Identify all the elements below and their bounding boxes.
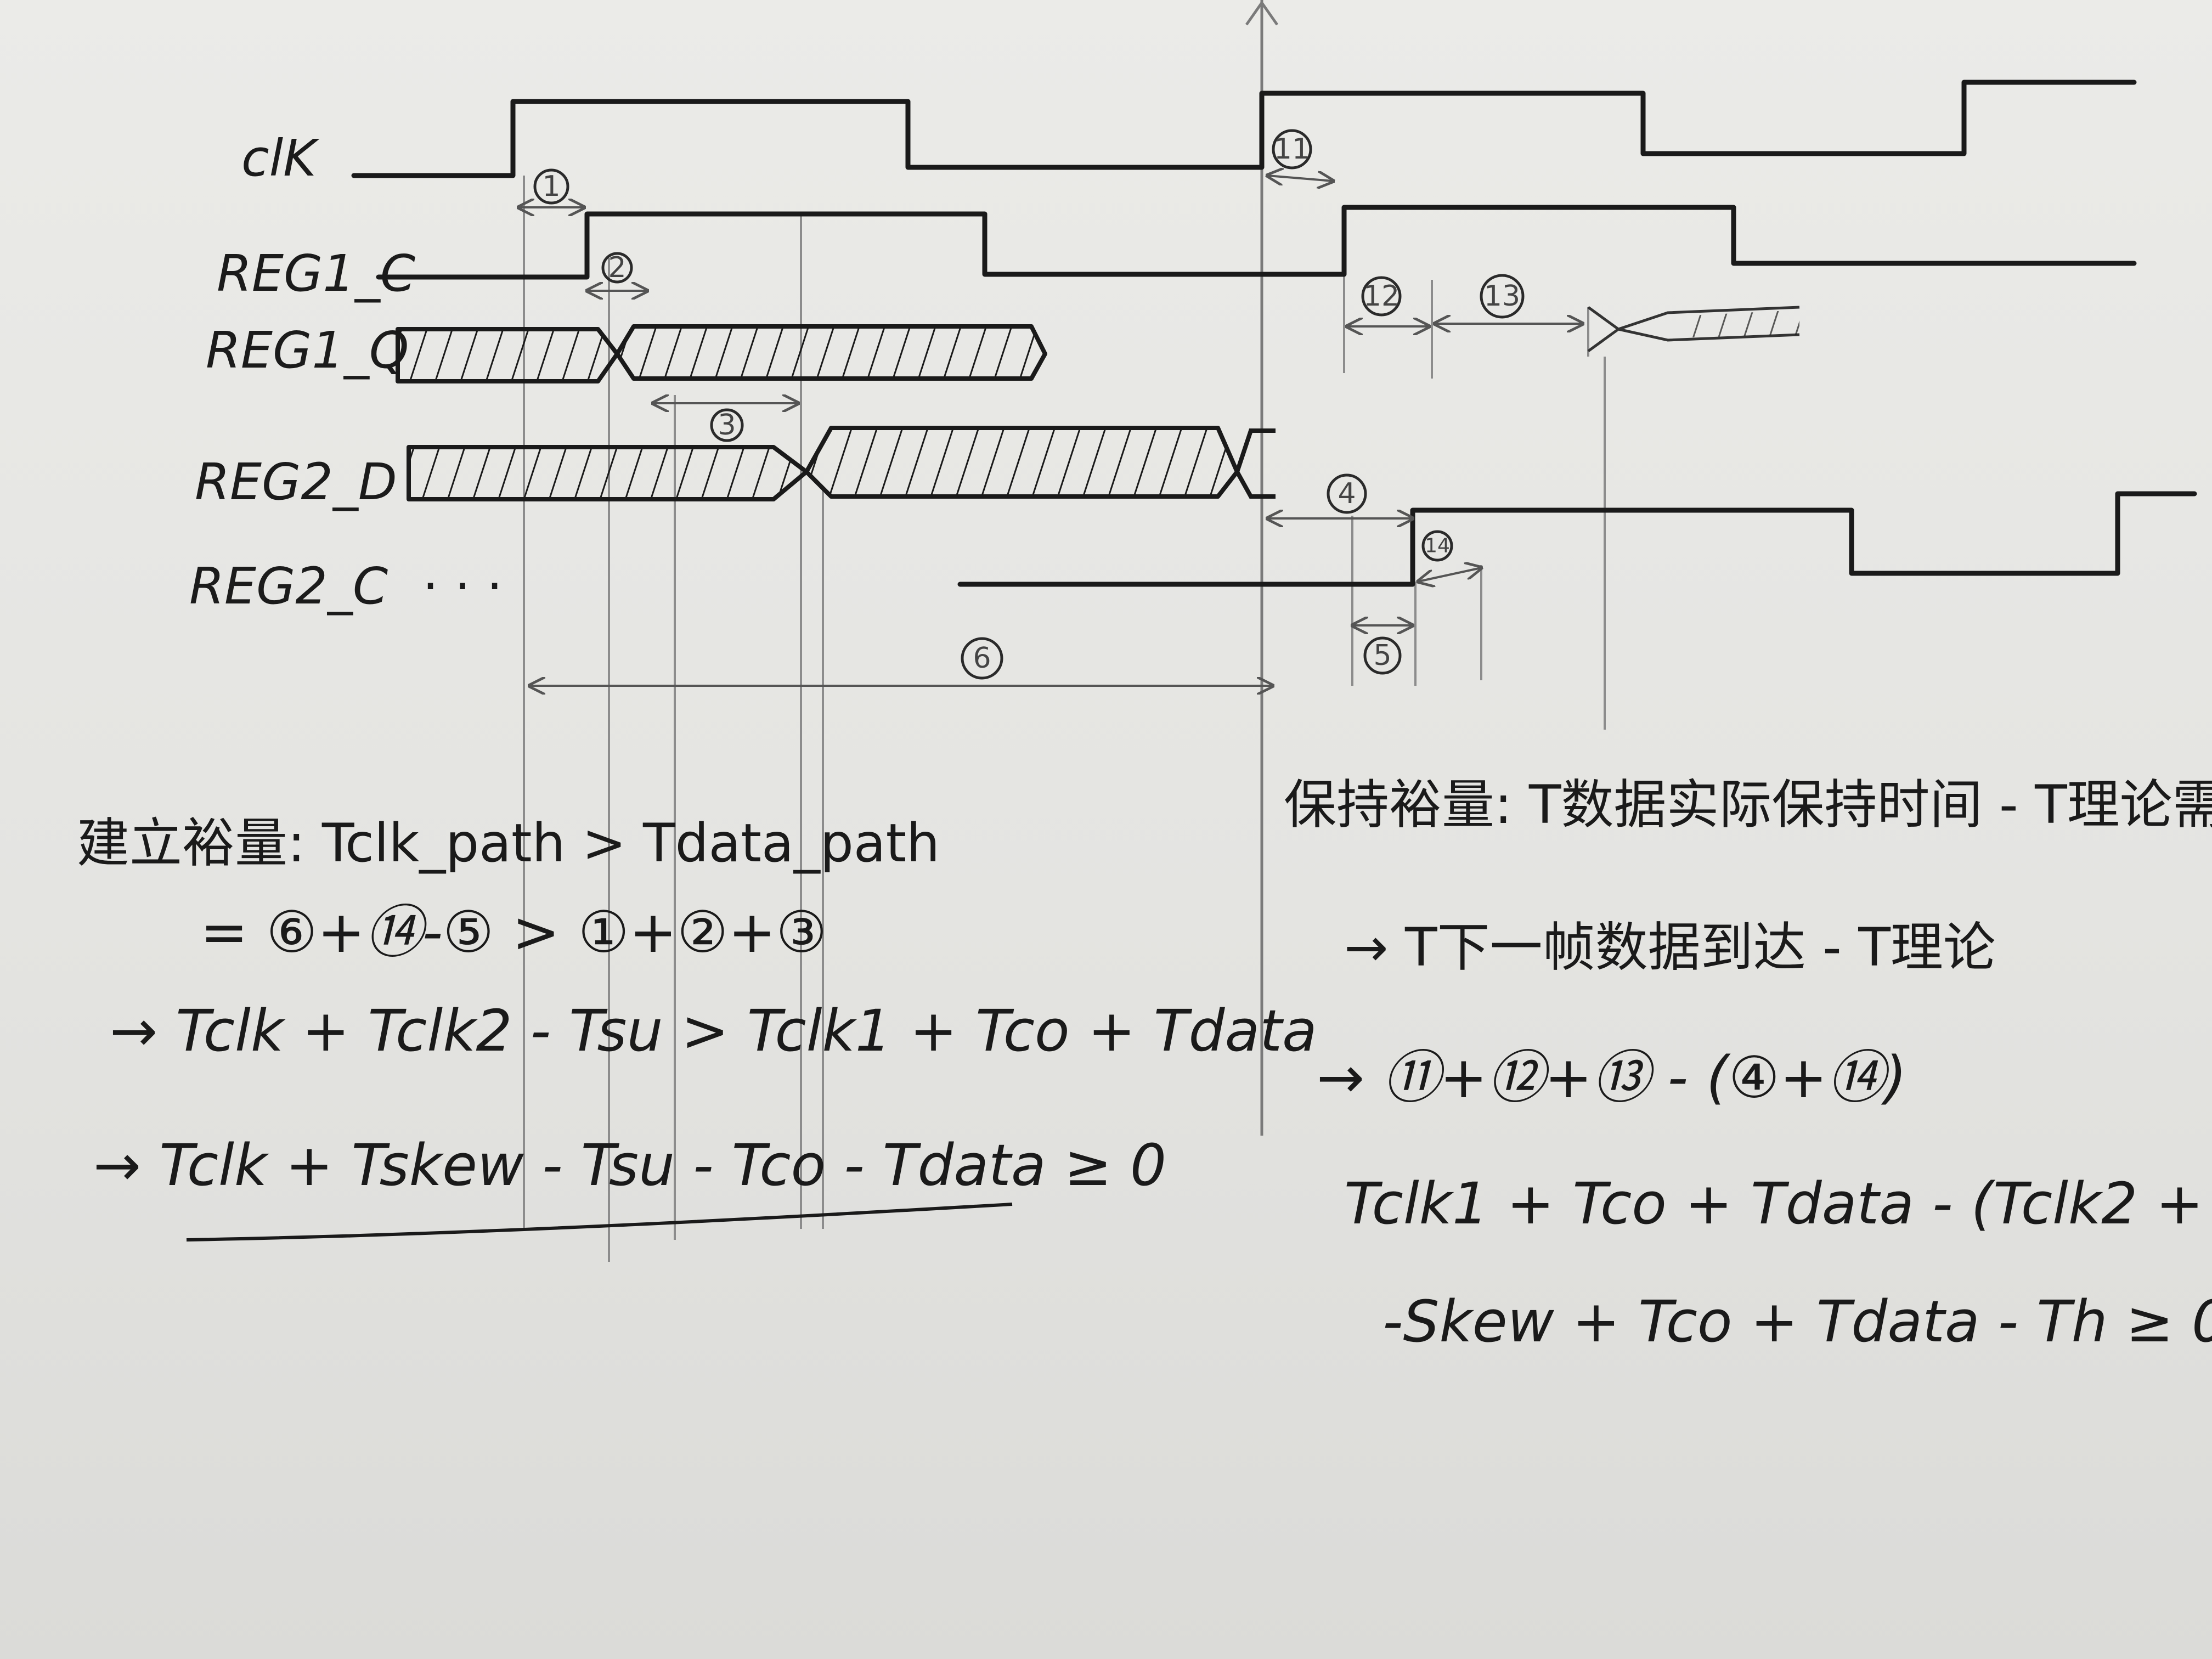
marker-1: 1 (533, 168, 569, 205)
marker-4: 4 (1327, 473, 1367, 514)
reg2-d-bus (407, 426, 1276, 501)
svg-text:1: 1 (542, 170, 560, 203)
setup-underline (186, 1203, 1013, 1242)
reg2-c-dots: · · · (422, 557, 503, 616)
hold-line-3: → ⑪+⑫+⑬ - (④+⑭) (1317, 1044, 1907, 1111)
setup-line-2: = ⑥+⑭-⑤ > ①+②+③ (200, 899, 827, 966)
reg1-c-waveform (376, 205, 2137, 280)
setup-line-4: → Tclk + Tskew - Tsu - Tco - Tdata ≥ 0 (93, 1132, 1166, 1199)
marker-2: 2 (601, 251, 633, 284)
svg-text:6: 6 (973, 642, 991, 675)
marker-3: 3 (710, 408, 744, 442)
marker-6: 6 (961, 637, 1003, 680)
hold-line-1: 保持裕量: T数据实际保持时间 - T理论需要时间 (1284, 774, 2212, 836)
reg2-c-label: REG2_C (189, 557, 388, 616)
measurement-arrows (518, 176, 1583, 686)
marker-12: 12 (1361, 276, 1402, 317)
marker-11: 11 (1272, 129, 1312, 170)
hold-line-5: -Skew + Tco + Tdata - Th ≥ 0 . (1383, 1288, 2212, 1355)
hold-line-2: → T下一帧数据到达 - T理论 (1344, 917, 1996, 978)
reg1-q-bus (396, 324, 1047, 383)
marker-14: 14 (1421, 530, 1453, 562)
svg-text:2: 2 (608, 251, 626, 284)
svg-text:11: 11 (1274, 133, 1310, 166)
svg-text:4: 4 (1338, 477, 1356, 510)
reg2-d-label: REG2_D (195, 453, 397, 511)
svg-text:14: 14 (1425, 535, 1450, 557)
clk-label: clK (241, 129, 320, 188)
marker-5: 5 (1363, 636, 1402, 675)
reg1-c-label: REG1_C (217, 244, 415, 303)
reg1-q-label: REG1_Q (206, 321, 409, 380)
time-axis (1245, 0, 1279, 1136)
svg-text:3: 3 (718, 409, 736, 442)
svg-text:5: 5 (1373, 639, 1391, 672)
setup-line-3: → Tclk + Tclk2 - Tsu > Tclk1 + Tco + Tda… (110, 997, 1317, 1064)
svg-text:12: 12 (1363, 280, 1400, 313)
reg1-q-next-data (1587, 306, 1800, 353)
reg2-c-waveform (957, 491, 2197, 587)
hold-line-4: Tclk1 + Tco + Tdata - (Tclk2 + Th) ≥ 0 (1344, 1170, 2212, 1237)
svg-text:13: 13 (1484, 280, 1520, 313)
setup-line-1: 建立裕量: Tclk_path > Tdata_path (77, 812, 940, 874)
marker-13: 13 (1480, 274, 1525, 319)
clk-waveform (351, 80, 2137, 178)
